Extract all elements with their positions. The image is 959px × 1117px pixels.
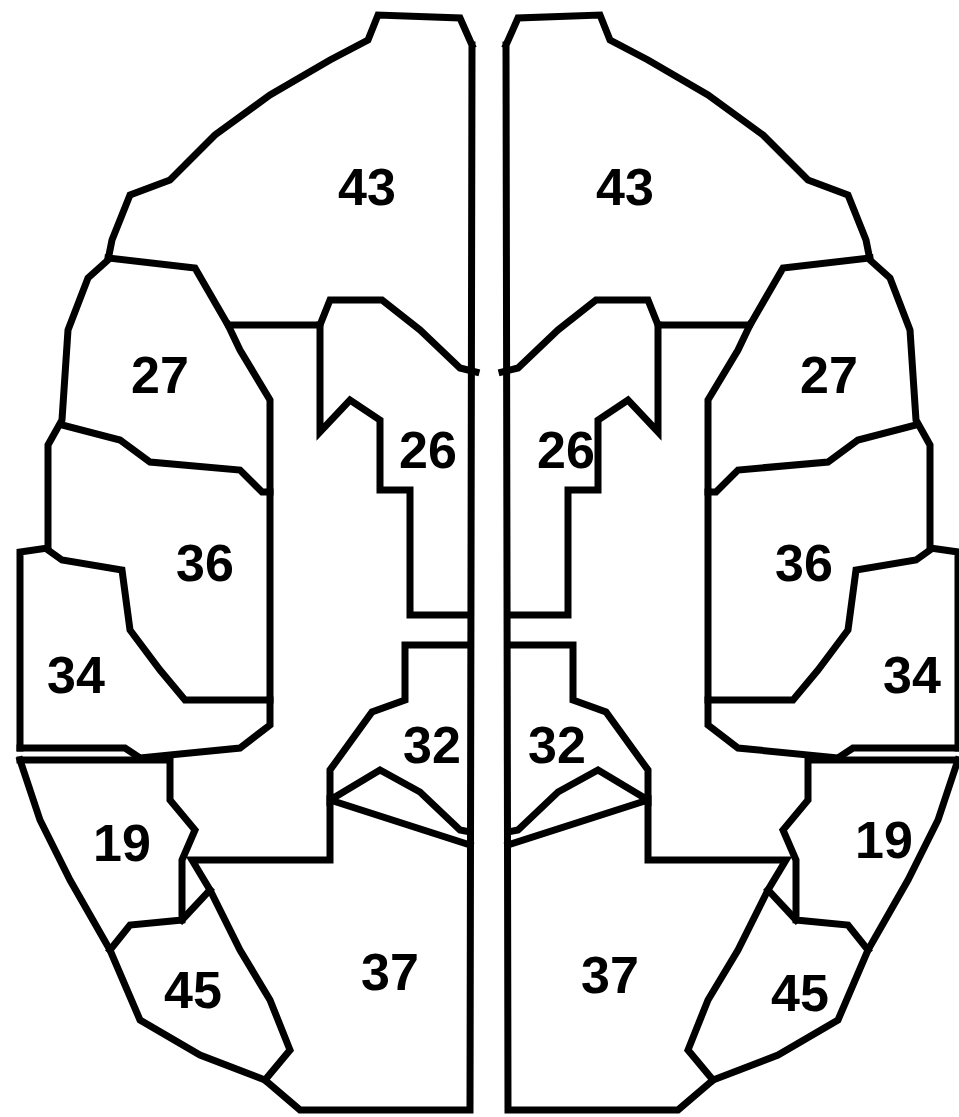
region-number: 19 (855, 814, 913, 866)
region-number: 37 (581, 949, 639, 1001)
region-number: 37 (361, 946, 419, 998)
region-number: 43 (338, 161, 396, 213)
hemisphere-outline (20, 15, 472, 1110)
region-number: 45 (164, 964, 222, 1016)
region-number: 45 (771, 967, 829, 1019)
region-boundary (182, 890, 210, 920)
region-number: 36 (775, 537, 833, 589)
region-boundary (48, 492, 270, 700)
region-number: 27 (800, 349, 858, 401)
region-number: 26 (537, 424, 595, 476)
region-number: 34 (883, 649, 941, 701)
region-number: 34 (47, 649, 105, 701)
region-boundary (62, 325, 270, 492)
region-number: 19 (93, 817, 151, 869)
region-boundary (20, 700, 270, 758)
region-boundary (320, 325, 470, 615)
mirrored-hemisphere (502, 15, 958, 1110)
region-number: 36 (176, 537, 234, 589)
region-number: 43 (596, 161, 654, 213)
region-number: 32 (403, 719, 461, 771)
region-boundary (192, 800, 470, 1080)
region-boundary (20, 760, 195, 950)
region-number: 27 (131, 349, 189, 401)
region-number: 32 (528, 719, 586, 771)
region-number: 26 (399, 424, 457, 476)
